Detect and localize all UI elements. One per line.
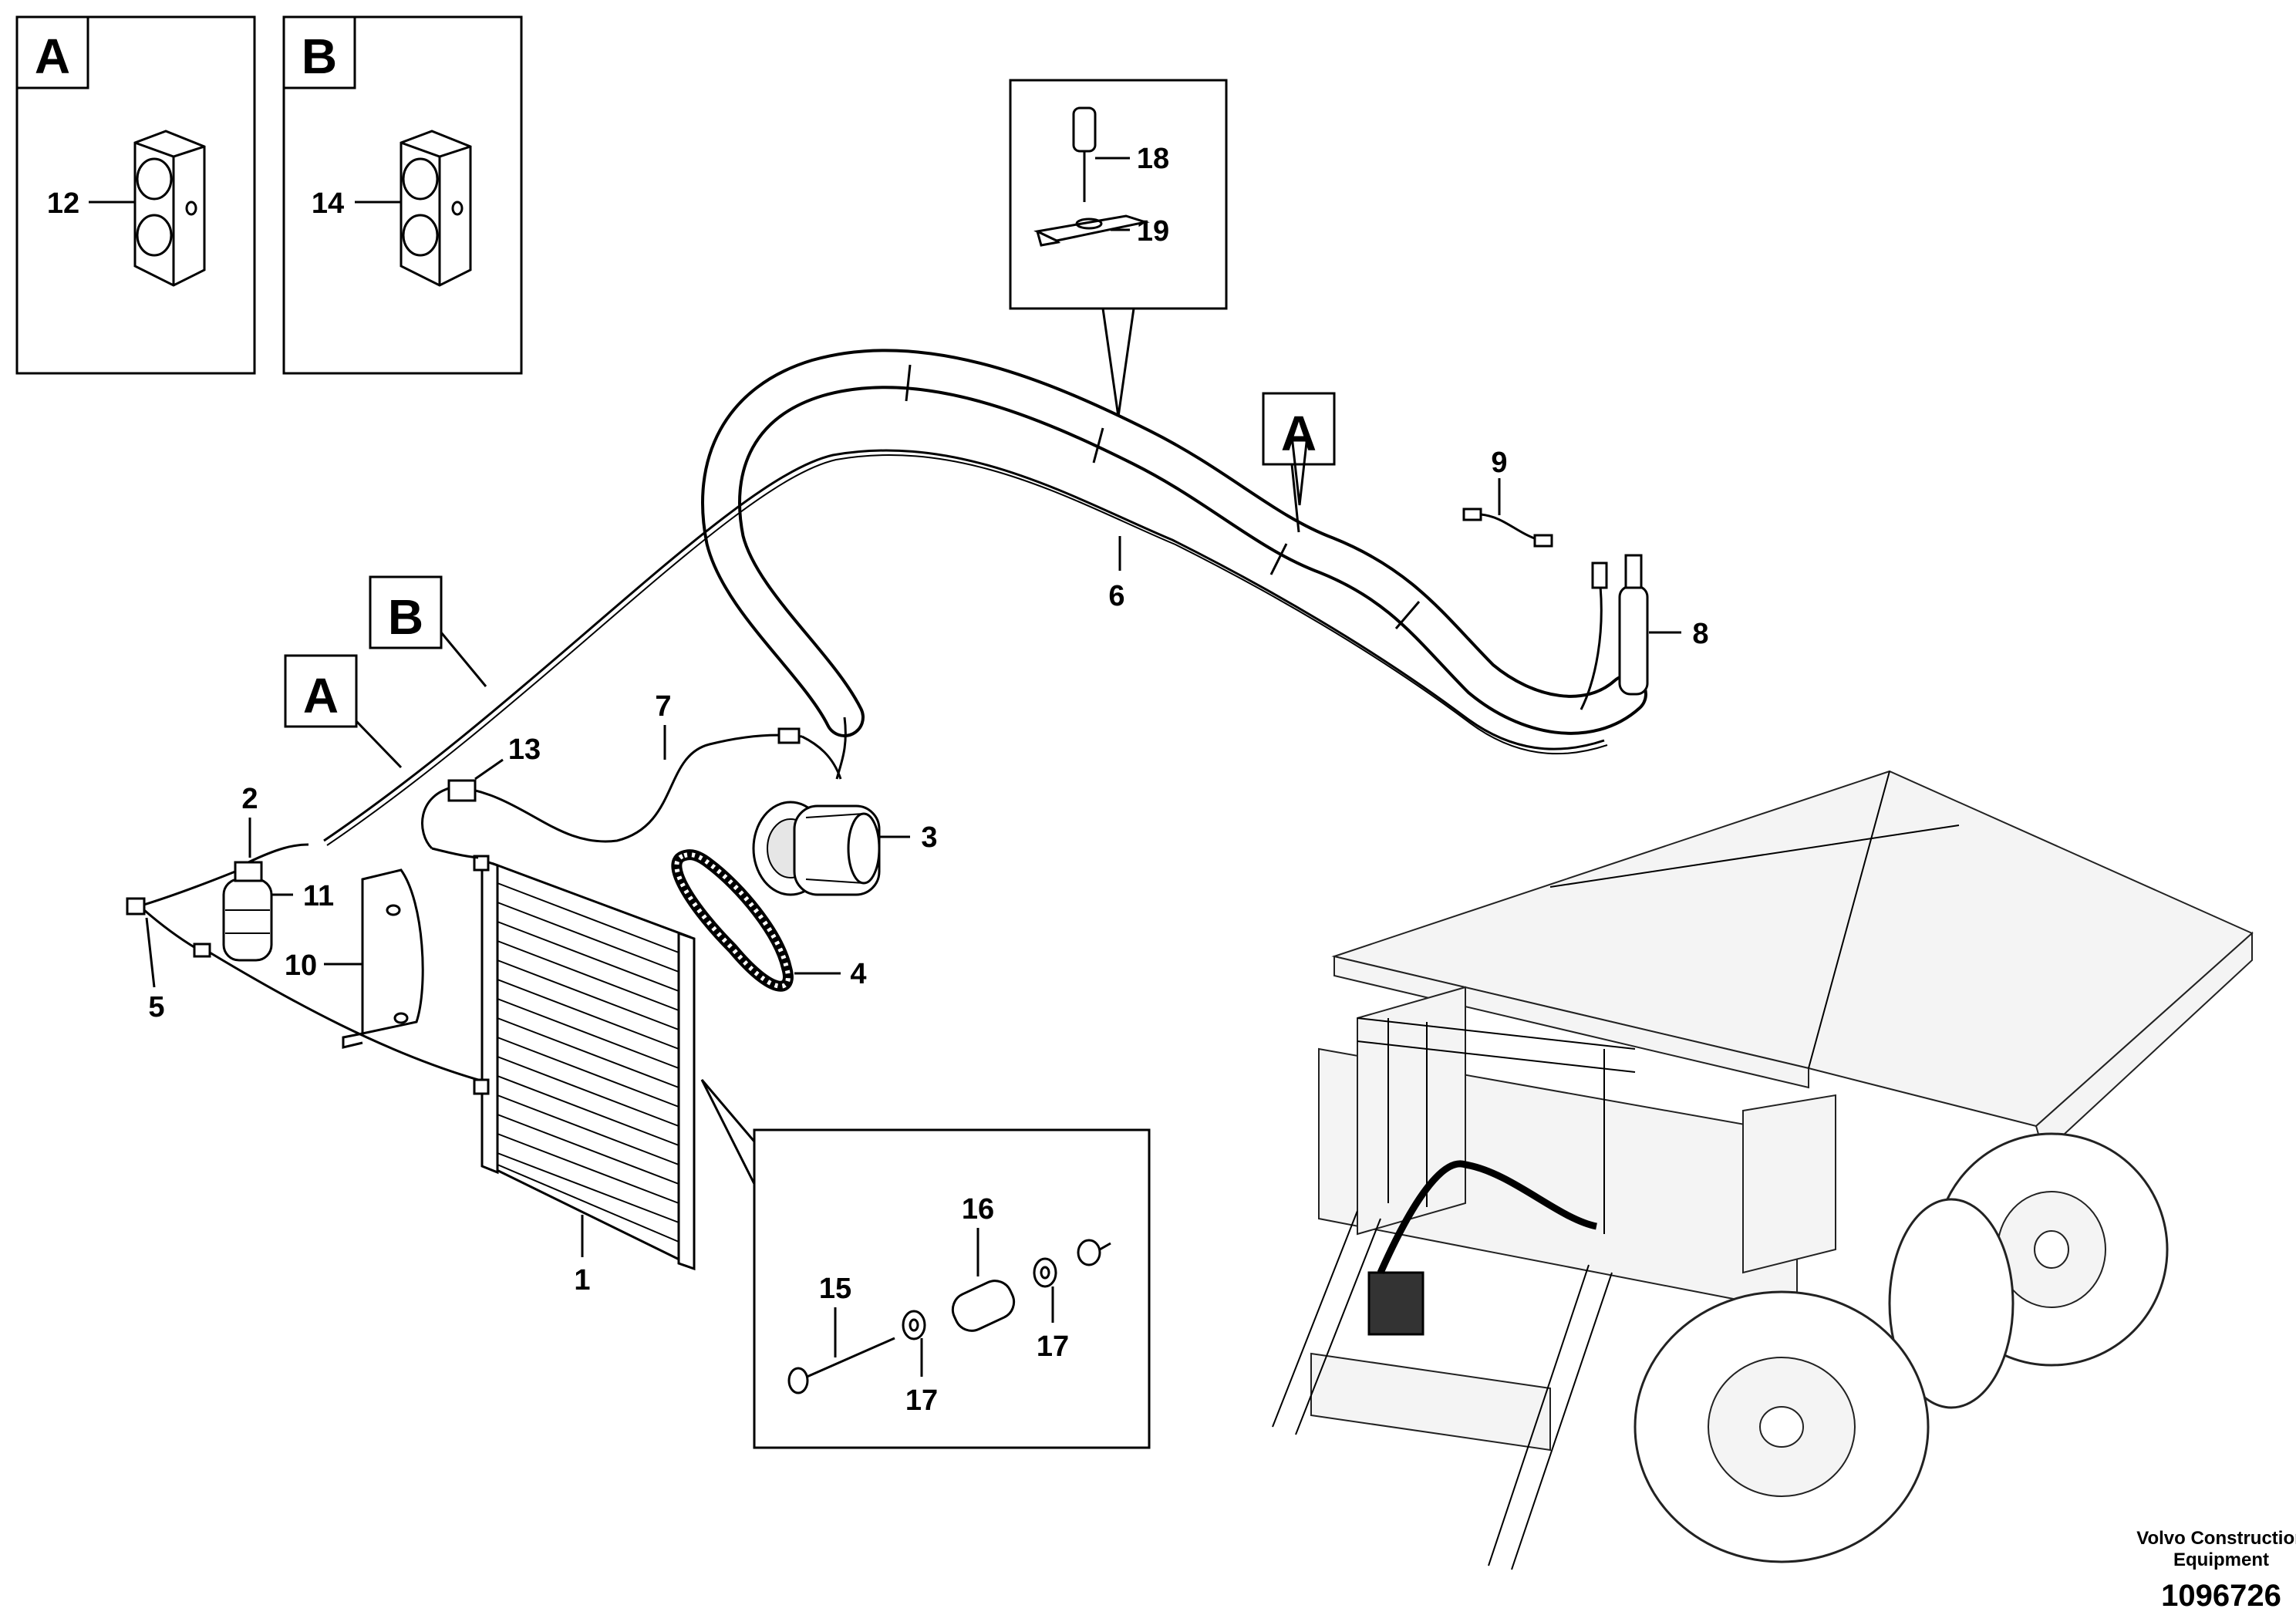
spacer-16 <box>951 1280 1016 1332</box>
callout-7: 7 <box>655 690 671 723</box>
footer: Volvo Construction Equipment 1096726 <box>2136 1528 2296 1613</box>
railings <box>1357 1017 1636 1234</box>
detail-box-15-17: 15 16 17 17 <box>700 1079 1151 1449</box>
callout-18: 18 <box>1137 143 1169 175</box>
ref-tag-a-lower: A <box>284 654 403 769</box>
detail-box-a: A 12 <box>15 15 256 375</box>
callout-9: 9 <box>1491 447 1507 479</box>
receiver-drier-11: 11 <box>222 861 334 962</box>
callout-12: 12 <box>47 187 79 220</box>
hose-routing-highlight <box>1377 1160 1597 1274</box>
clamp-block-12 <box>133 130 206 287</box>
callout-16: 16 <box>962 1193 994 1226</box>
callout-6: 6 <box>1108 580 1124 612</box>
figure-number: 1096726 <box>2161 1579 2281 1613</box>
condenser-location <box>1367 1271 1424 1336</box>
callout-1: 1 <box>574 1264 590 1297</box>
clamp-13: 13 <box>447 733 541 802</box>
belt-4: 4 <box>671 849 867 992</box>
detail-box-b-tag: B <box>302 29 337 84</box>
detail-box-b: B 14 <box>282 15 523 375</box>
washer-17b <box>1033 1257 1057 1288</box>
nut-17 <box>1077 1239 1111 1266</box>
callout-10: 10 <box>285 949 317 982</box>
bolt-15 <box>787 1337 895 1394</box>
detail-box-a-tag: A <box>35 29 70 84</box>
callout-2: 2 <box>241 783 258 815</box>
sensor-cable-9: 9 <box>1462 447 1553 548</box>
condenser-fins <box>497 882 679 1243</box>
callout-13: 13 <box>508 733 541 766</box>
hose-5: 5 <box>126 897 211 1023</box>
callout-14: 14 <box>312 187 344 220</box>
bracket-10: 10 <box>285 868 424 1049</box>
callout-8: 8 <box>1692 618 1708 650</box>
ref-tag-a-upper: A <box>1262 392 1336 533</box>
hose-7: 7 <box>421 690 842 850</box>
rear-wheel <box>1888 1132 2169 1409</box>
callout-19: 19 <box>1137 215 1169 248</box>
ref-tag-b: B <box>369 575 487 687</box>
screw-18 <box>1072 106 1097 202</box>
brand-line-1: Volvo Construction <box>2136 1528 2296 1549</box>
callout-17-b: 17 <box>1037 1330 1069 1363</box>
haul-truck-illustration <box>1272 770 2254 1570</box>
callout-5: 5 <box>148 991 164 1023</box>
callout-4: 4 <box>850 958 866 990</box>
clamp-block-14 <box>400 130 472 287</box>
svg-text:A: A <box>1281 406 1317 461</box>
compressor-3: 3 <box>752 801 938 896</box>
washer-17a <box>902 1310 926 1340</box>
hose-ends-8: 8 <box>1580 554 1709 710</box>
bracket-19 <box>1033 214 1150 247</box>
ladders <box>1272 1210 1613 1570</box>
callout-17-a: 17 <box>905 1384 938 1417</box>
condenser-1: 1 <box>473 855 696 1297</box>
callout-11: 11 <box>303 880 334 912</box>
detail-box-18-19: 18 19 <box>1009 79 1228 417</box>
fitting-2: 2 <box>241 783 258 858</box>
front-wheel <box>1633 1290 1930 1563</box>
svg-text:A: A <box>303 668 339 723</box>
hose-bundle-6: 6 <box>323 349 1647 846</box>
callout-15: 15 <box>819 1273 851 1305</box>
brand-line-2: Equipment <box>2173 1549 2269 1570</box>
callout-3: 3 <box>921 821 937 854</box>
svg-text:B: B <box>388 589 423 645</box>
